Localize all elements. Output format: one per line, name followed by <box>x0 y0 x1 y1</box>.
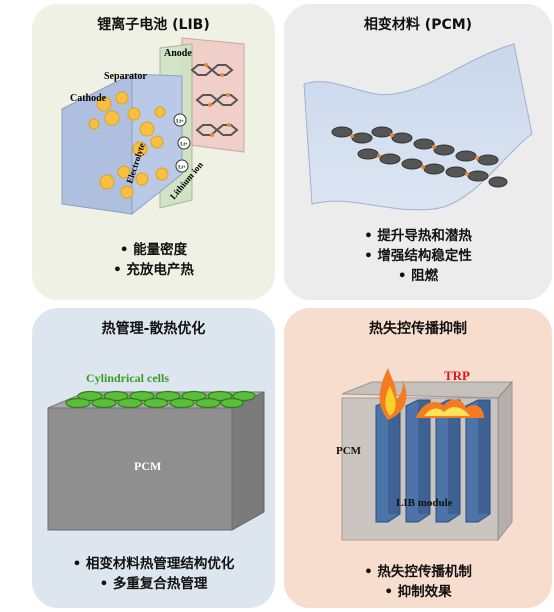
li-ions: Li+ Li+ Li+ <box>173 113 191 173</box>
bullet: • 热失控传播机制 <box>364 564 472 580</box>
pcm-particles <box>331 126 508 188</box>
lib-module-cells <box>375 399 491 523</box>
trp-label: TRP <box>444 368 470 383</box>
thermal-panel: 热管理-散热优化 Cylindrical cells PCM • 相变材料热管理… <box>32 308 275 608</box>
lib-module-label: LIB module <box>396 497 453 509</box>
separator-label: Separator <box>104 71 147 82</box>
pcm-illustration <box>303 43 533 211</box>
thermal-bullets: • 相变材料热管理结构优化 • 多重复合热管理 <box>32 554 275 594</box>
trp-bullets: • 热失控传播机制 • 抑制效果 <box>284 562 552 602</box>
bullet: • 多重复合热管理 <box>99 576 208 592</box>
flame-icon <box>379 368 407 420</box>
lib-panel: 锂离子电池 (LIB) Li <box>32 4 275 300</box>
thermal-title: 热管理-散热优化 <box>101 321 206 337</box>
trp-panel: 热失控传播抑制 TRP PCM LIB module • 热失 <box>284 308 552 608</box>
bullet: • 充放电产热 <box>113 262 194 278</box>
bullet: • 阻燃 <box>397 268 439 284</box>
cathode-label: Cathode <box>70 93 107 104</box>
pcm-bullets: • 提升导热和潜热 • 增强结构稳定性 • 阻燃 <box>284 226 552 286</box>
cylindrical-cells <box>65 390 256 409</box>
bullet: • 提升导热和潜热 <box>364 228 472 244</box>
bullet: • 能量密度 <box>119 242 188 258</box>
trp-illustration: TRP PCM LIB module <box>336 368 514 542</box>
li-ion-label: Li+ <box>176 120 184 125</box>
pcm-panel: 相变材料 (PCM) • 提升导热和潜热 • 增强结构稳定性 • 阻燃 <box>284 4 552 300</box>
lib-illustration: Li+ Li+ Li+ Anode Separator Cathode Elec… <box>61 37 245 215</box>
pcm-label: PCM <box>134 459 161 473</box>
bullet: • 相变材料热管理结构优化 <box>72 556 235 572</box>
lib-title: 锂离子电池 (LIB) <box>97 17 210 33</box>
cylindrical-cells-label: Cylindrical cells <box>86 371 169 385</box>
fire-burst-icon <box>416 399 484 418</box>
bullet: • 增强结构稳定性 <box>364 248 472 264</box>
svg-text:Li+: Li+ <box>178 166 186 171</box>
trp-title: 热失控传播抑制 <box>369 321 467 337</box>
bullet: • 抑制效果 <box>384 584 452 600</box>
lib-bullets: • 能量密度 • 充放电产热 <box>32 240 275 280</box>
pcm-label: PCM <box>336 445 362 457</box>
pcm-block-illustration: Cylindrical cells PCM <box>47 371 265 531</box>
anode-label: Anode <box>164 48 192 59</box>
svg-text:Li+: Li+ <box>180 143 188 148</box>
pcm-title: 相变材料 (PCM) <box>363 17 473 33</box>
cathode-particles <box>88 91 169 199</box>
anode-graphite <box>190 64 239 136</box>
